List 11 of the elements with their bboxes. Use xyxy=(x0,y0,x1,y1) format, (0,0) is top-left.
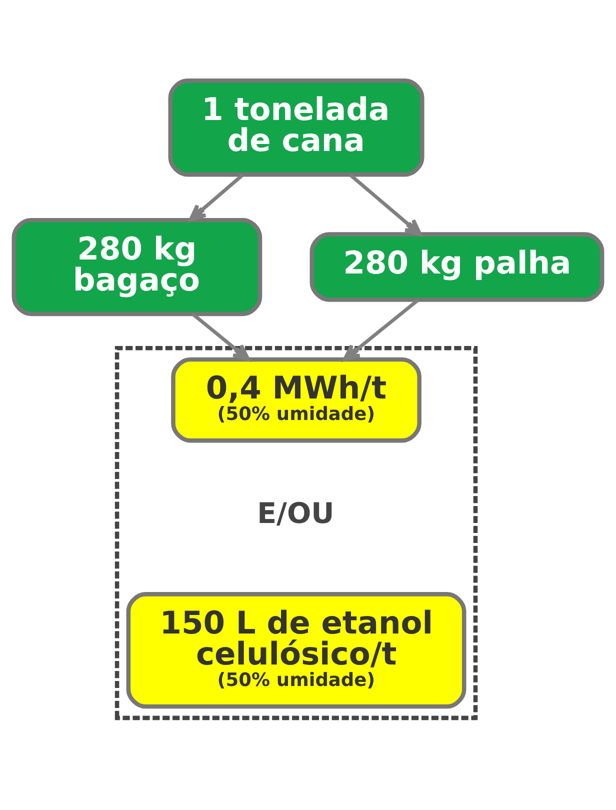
node-box: 1 tonelada de cana xyxy=(168,78,424,177)
arrow xyxy=(188,174,244,222)
node-box: 280 kg palha xyxy=(310,232,604,302)
arrow xyxy=(342,298,420,362)
node-box: 280 kg bagaço xyxy=(12,218,262,316)
node-box: 0,4 MWh/t (50% umidade) xyxy=(171,357,422,443)
arrow xyxy=(349,174,422,236)
label: E/OU xyxy=(257,497,334,530)
arrow xyxy=(192,312,250,362)
cluster xyxy=(114,346,478,720)
node-box: 150 L de etanol celulósico/t (50% umidade) xyxy=(126,592,466,709)
